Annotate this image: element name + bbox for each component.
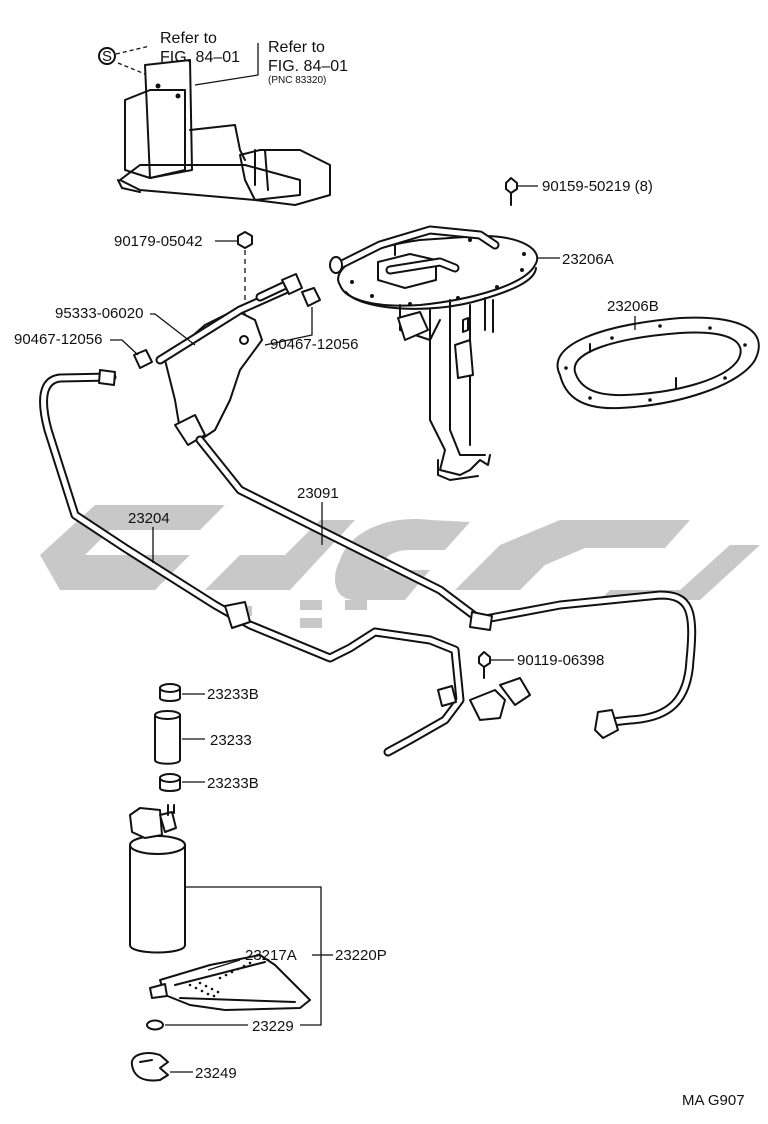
fuel-pump-23220P: 23220P bbox=[129, 804, 387, 1026]
fuel-pipe-23204: 23204 bbox=[39, 369, 465, 757]
nut-90179: 90179-05042 bbox=[114, 231, 253, 335]
bolt-90119: 90119-06398 bbox=[469, 651, 604, 721]
cushion-23233B-top: 23233B bbox=[159, 683, 259, 703]
hose-95333: 95333-06020 bbox=[55, 273, 303, 446]
filter-23217A: 23217A bbox=[149, 947, 321, 1011]
label-90159: 90159-50219 (8) bbox=[542, 178, 653, 195]
label-23249: 23249 bbox=[195, 1065, 237, 1082]
pnc-label: (PNC 83320) bbox=[268, 75, 326, 86]
label-23091: 23091 bbox=[297, 485, 339, 502]
clip-90467-right: 90467-12056 bbox=[264, 287, 358, 353]
figure-code: MA G907 bbox=[682, 1092, 745, 1109]
bolt-90159: 90159-50219 (8) bbox=[505, 177, 653, 206]
ring-23229: 23229 bbox=[146, 1018, 294, 1035]
refer-to-label-2: Refer to bbox=[268, 39, 325, 56]
refer-to-label-1: Refer to bbox=[160, 30, 217, 47]
label-90467-right: 90467-12056 bbox=[270, 336, 358, 353]
clip-90467-left: 90467-12056 bbox=[14, 331, 153, 369]
label-23233B-bottom: 23233B bbox=[207, 775, 259, 792]
fig-ref-label-2: FIG. 84–01 bbox=[268, 58, 348, 75]
pump-bracket-23206A: 23206A bbox=[329, 225, 614, 481]
gasket-23206B: 23206B bbox=[556, 298, 760, 410]
canister-assembly bbox=[117, 59, 331, 206]
hose-23233: 23233 bbox=[154, 710, 252, 765]
label-23217A: 23217A bbox=[245, 947, 297, 964]
refer-to-s: S Refer to FIG. 84–01 Refer to FIG. 84–0… bbox=[98, 30, 348, 86]
clip-23249: 23249 bbox=[130, 1052, 237, 1082]
label-90467-left: 90467-12056 bbox=[14, 331, 102, 348]
label-95333: 95333-06020 bbox=[55, 305, 143, 322]
label-23233B-top: 23233B bbox=[207, 686, 259, 703]
s-symbol: S bbox=[102, 48, 112, 65]
fuel-pipe-23091: 23091 bbox=[195, 435, 697, 739]
cushion-23233B-bottom: 23233B bbox=[159, 773, 259, 792]
label-23229: 23229 bbox=[252, 1018, 294, 1035]
label-23204: 23204 bbox=[128, 510, 170, 527]
label-23206B: 23206B bbox=[607, 298, 659, 315]
label-23220P: 23220P bbox=[335, 947, 387, 964]
label-23206A: 23206A bbox=[562, 251, 614, 268]
label-23233: 23233 bbox=[210, 732, 252, 749]
label-90119: 90119-06398 bbox=[517, 652, 604, 669]
fig-ref-label-1: FIG. 84–01 bbox=[160, 49, 240, 66]
label-90179: 90179-05042 bbox=[114, 233, 202, 250]
